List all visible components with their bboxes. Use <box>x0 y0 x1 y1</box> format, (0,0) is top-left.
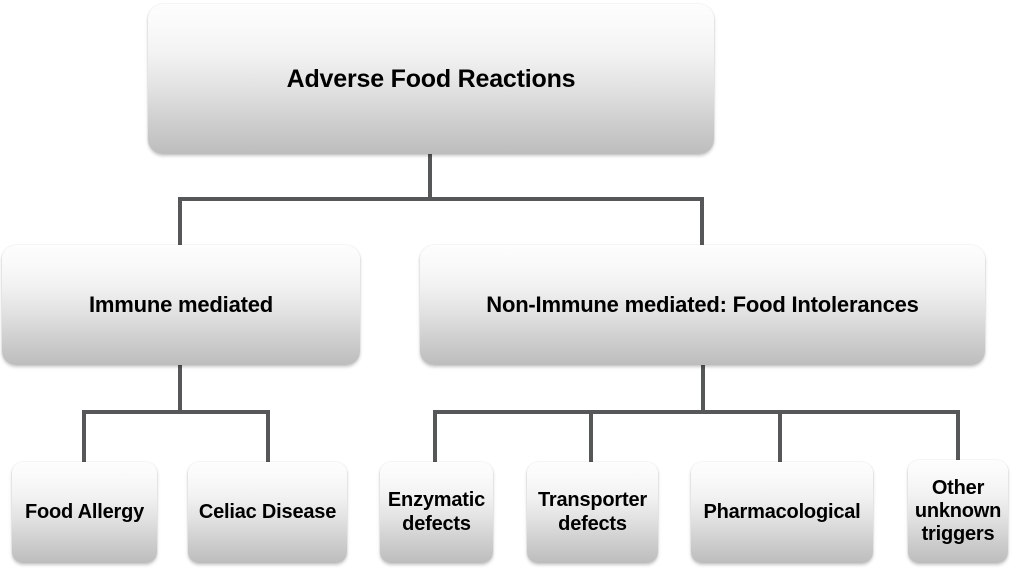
connector-root-to-nonimmune <box>700 197 704 247</box>
node-immune-mediated[interactable]: Immune mediated <box>2 245 360 365</box>
node-adverse-food-reactions[interactable]: Adverse Food Reactions <box>148 4 714 154</box>
connector-nonimmune-to-other <box>956 410 960 463</box>
node-label: Food Allergy <box>24 500 145 523</box>
node-food-allergy[interactable]: Food Allergy <box>12 462 157 563</box>
connector-nonimmune-to-enzymatic <box>433 410 437 463</box>
connector-immune-to-celiac <box>266 410 270 463</box>
connector-nonimmune-to-transporter <box>589 410 593 463</box>
node-enzymatic-defects[interactable]: Enzymatic defects <box>380 462 493 563</box>
connector-root-stem <box>428 152 432 200</box>
node-label: Pharmacological <box>703 500 861 523</box>
node-label: Non-Immune mediated: Food Intolerances <box>486 292 919 318</box>
connector-root-to-immune <box>178 197 182 247</box>
node-other-unknown-triggers[interactable]: Other unknown triggers <box>908 460 1008 563</box>
node-label: Adverse Food Reactions <box>286 64 576 93</box>
node-non-immune-mediated[interactable]: Non-Immune mediated: Food Intolerances <box>420 245 985 365</box>
node-celiac-disease[interactable]: Celiac Disease <box>188 462 347 563</box>
connector-immune-stem <box>178 365 182 413</box>
node-label: Transporter defects <box>538 489 647 535</box>
connector-nonimmune-bus <box>433 410 960 414</box>
connector-immune-bus <box>82 410 270 414</box>
connector-nonimmune-stem <box>701 365 705 413</box>
node-label: Celiac Disease <box>198 500 337 523</box>
node-label: Other unknown triggers <box>914 476 1002 546</box>
node-label: Immune mediated <box>88 292 274 318</box>
node-label: Enzymatic defects <box>387 489 486 535</box>
connector-nonimmune-to-pharmacological <box>778 410 782 463</box>
node-pharmacological[interactable]: Pharmacological <box>691 462 873 563</box>
connector-root-bus <box>178 197 704 201</box>
node-transporter-defects[interactable]: Transporter defects <box>527 462 658 563</box>
connector-immune-to-food-allergy <box>82 410 86 463</box>
